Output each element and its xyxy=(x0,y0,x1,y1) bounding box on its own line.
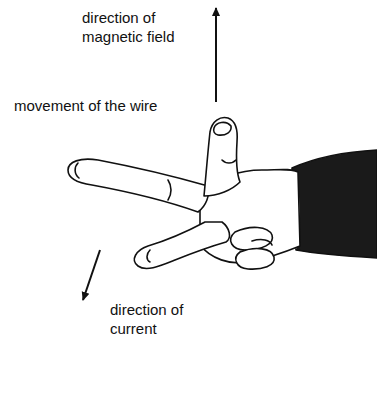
hand xyxy=(68,118,377,270)
current-arrow xyxy=(83,250,100,300)
current-label: direction of current xyxy=(110,300,202,338)
field-label: direction of magnetic field xyxy=(82,8,204,46)
movement-label: movement of the wire xyxy=(14,96,189,115)
field-arrow xyxy=(215,8,217,102)
